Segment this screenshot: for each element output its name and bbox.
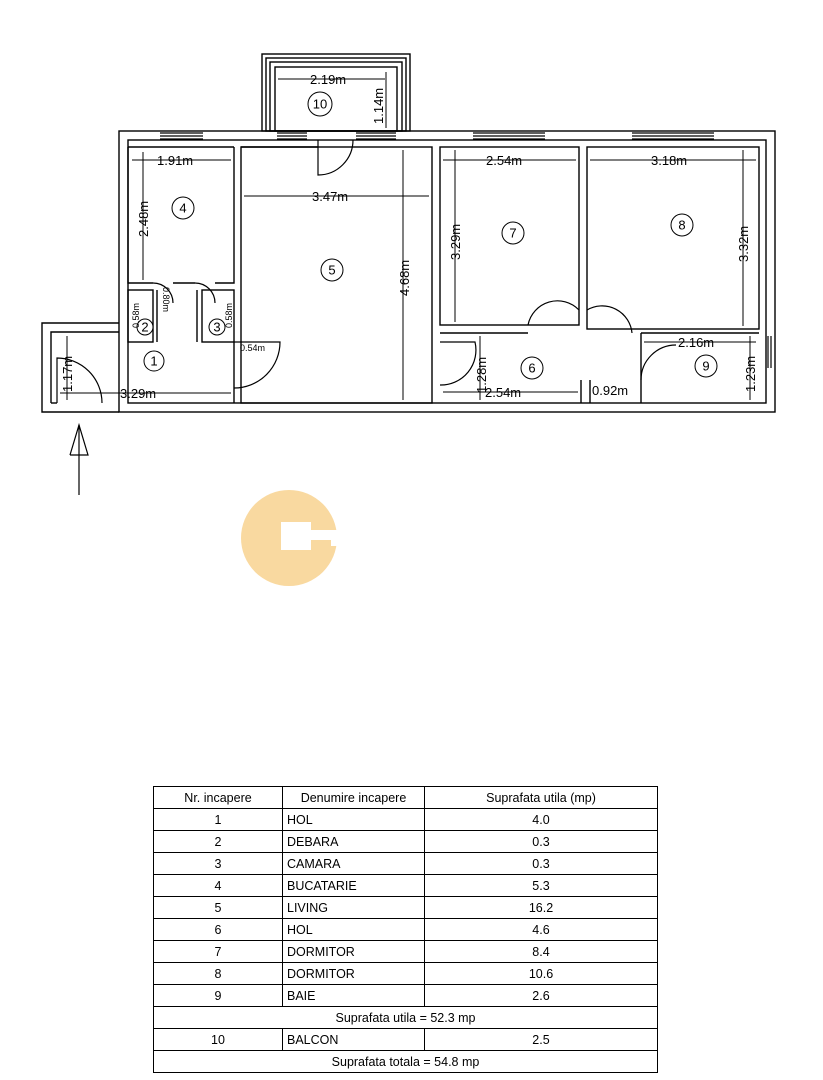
room-2-number: 2	[141, 320, 148, 335]
cell-area: 0.3	[424, 830, 658, 853]
room-3-number: 3	[213, 320, 220, 335]
cell-name: CAMARA	[282, 852, 425, 875]
room-6-label: 6	[520, 356, 544, 380]
room-1-number: 1	[150, 354, 157, 369]
room-labels: 1 2 3 4 5 6 7 8 9 10	[136, 91, 718, 380]
dimension-lines	[60, 72, 756, 400]
room-8-label: 8	[670, 213, 694, 237]
room-4-label: 4	[171, 196, 195, 220]
key-logo-icon	[241, 490, 341, 586]
dim-room7-height: 3.29m	[448, 224, 463, 260]
dim-room5-width: 3.47m	[312, 189, 348, 204]
doors	[56, 139, 677, 404]
subtotal-cell: Suprafata utila = 52.3 mp	[153, 1006, 658, 1029]
floor-plan: 1 2 3 4 5 6 7 8 9 10 2.19m 1.14m 1.91m 2…	[41, 53, 776, 495]
windows	[160, 132, 772, 368]
cell-name: BAIE	[282, 984, 425, 1007]
dim-balcon-height: 1.14m	[371, 88, 386, 124]
cell-area: 8.4	[424, 940, 658, 963]
cell-name: DORMITOR	[282, 940, 425, 963]
walls	[41, 53, 776, 413]
room-6-number: 6	[528, 361, 535, 376]
dim-room4-width: 1.91m	[157, 153, 193, 168]
cell-nr: 5	[153, 896, 283, 919]
cell-area: 0.3	[424, 852, 658, 875]
cell-nr: 6	[153, 918, 283, 941]
dim-room8-height: 3.32m	[736, 226, 751, 262]
cell-area: 5.3	[424, 874, 658, 897]
dim-room8-width: 3.18m	[651, 153, 687, 168]
total-cell: Suprafata totala = 54.8 mp	[153, 1050, 658, 1073]
room-2-label: 2	[136, 318, 154, 336]
cell-area: 2.6	[424, 984, 658, 1007]
dim-room2-width: 0.58m	[131, 303, 141, 328]
dim-room7-width: 2.54m	[486, 153, 522, 168]
cell-name: BALCON	[282, 1028, 425, 1051]
cell-area: 4.6	[424, 918, 658, 941]
dim-room6-width: 2.54m	[485, 385, 521, 400]
dim-room1-height: 1.17m	[60, 356, 75, 392]
cell-name: DEBARA	[282, 830, 425, 853]
cell-area: 10.6	[424, 962, 658, 985]
room-10-label: 10	[307, 91, 333, 117]
subtotal-row: Suprafata utila = 52.3 mp	[153, 1006, 658, 1029]
room-3-label: 3	[208, 318, 226, 336]
cell-nr: 10	[153, 1028, 283, 1051]
cell-nr: 2	[153, 830, 283, 853]
cell-nr: 7	[153, 940, 283, 963]
room-5-number: 5	[328, 263, 335, 278]
room-10-number: 10	[313, 97, 327, 112]
dim-room3-depth: 0.54m	[240, 343, 265, 353]
header-area: Suprafata utila (mp)	[424, 786, 658, 809]
room-1-label: 1	[143, 350, 165, 372]
cell-name: BUCATARIE	[282, 874, 425, 897]
table-header-row: Nr. incapere Denumire incapere Suprafata…	[153, 786, 658, 809]
header-nr: Nr. incapere	[153, 786, 283, 809]
dim-room6-height: 1.28m	[474, 357, 489, 393]
room-8-number: 8	[678, 218, 685, 233]
dimension-labels: 2.19m 1.14m 1.91m 2.48m 3.47m 4.68m 2.54…	[60, 72, 758, 401]
room-5-label: 5	[320, 258, 344, 282]
cell-nr: 8	[153, 962, 283, 985]
dim-balcon-width: 2.19m	[310, 72, 346, 87]
header-name: Denumire incapere	[282, 786, 425, 809]
dim-room5-height: 4.68m	[397, 260, 412, 296]
room-9-number: 9	[702, 359, 709, 374]
room-4-number: 4	[179, 201, 186, 216]
cell-name: HOL	[282, 918, 425, 941]
dim-closet-height: 0.80m	[161, 287, 171, 312]
cell-name: HOL	[282, 808, 425, 831]
entrance-arrow	[69, 422, 89, 495]
room-9-label: 9	[694, 354, 718, 378]
cell-nr: 3	[153, 852, 283, 875]
cell-name: LIVING	[282, 896, 425, 919]
dim-room3-width: 0.58m	[224, 303, 234, 328]
cell-area: 2.5	[424, 1028, 658, 1051]
cell-area: 4.0	[424, 808, 658, 831]
dim-room4-height: 2.48m	[136, 201, 151, 237]
cell-area: 16.2	[424, 896, 658, 919]
room-7-label: 7	[501, 221, 525, 245]
dim-room9-height: 1.23m	[743, 356, 758, 392]
cell-nr: 1	[153, 808, 283, 831]
room-7-number: 7	[509, 226, 516, 241]
cell-nr: 4	[153, 874, 283, 897]
cell-nr: 9	[153, 984, 283, 1007]
dim-room1-width: 3.29m	[120, 386, 156, 401]
dim-room9-width: 2.16m	[678, 335, 714, 350]
cell-name: DORMITOR	[282, 962, 425, 985]
room-area-table: Nr. incapere Denumire incapere Suprafata…	[153, 786, 658, 1073]
total-row: Suprafata totala = 54.8 mp	[153, 1050, 658, 1073]
dim-room6-gap: 0.92m	[592, 383, 628, 398]
